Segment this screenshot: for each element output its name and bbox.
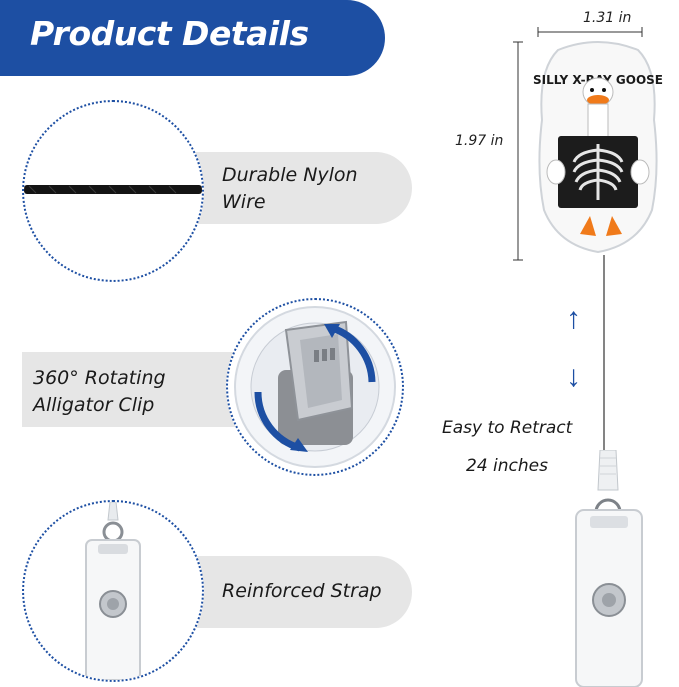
feature-image-strap — [22, 500, 204, 682]
nylon-wire-icon — [24, 185, 202, 194]
badge-strap — [575, 450, 643, 687]
feature-label-strap: Reinforced Strap — [222, 580, 382, 602]
feature-label-nylon: Durable Nylon Wire — [222, 164, 358, 213]
reinforced-strap-icon — [85, 502, 141, 680]
alligator-clip-icon — [234, 306, 396, 468]
arrow-up-icon: ↑ — [566, 302, 581, 335]
retract-caption: Easy to Retract — [442, 418, 573, 438]
height-dimension: 1.97 in — [455, 133, 504, 149]
feature-image-clip — [226, 298, 404, 476]
header-banner — [0, 0, 385, 76]
page-title: Product Details — [30, 14, 309, 53]
retract-length: 24 inches — [466, 456, 548, 476]
width-dimension: 1.31 in — [583, 10, 632, 26]
arrow-down-icon: ↓ — [566, 360, 581, 393]
feature-label-clip: 360° Rotating Alligator Clip — [33, 367, 166, 416]
dimension-lines — [513, 27, 643, 261]
feature-image-nylon — [22, 100, 204, 282]
retract-cord — [603, 255, 605, 460]
goose-badge: SILLY X-RAY GOOSE — [533, 41, 663, 254]
